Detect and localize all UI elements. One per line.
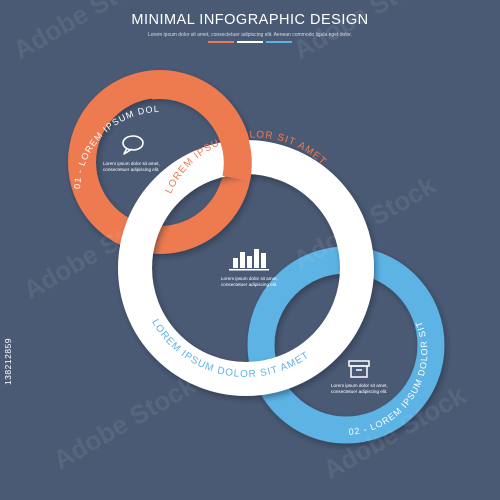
speech-bubble-icon xyxy=(122,135,144,155)
page-title: MINIMAL INFOGRAPHIC DESIGN xyxy=(131,12,369,28)
accent-bar-orange xyxy=(208,41,234,43)
orange-ring-caption: Lorem ipsum dolor sit amet, consectetuer… xyxy=(103,161,213,173)
watermark-text: Adobe Stock xyxy=(48,369,201,475)
bar-chart-icon xyxy=(229,249,269,271)
caption-line: consectetuer adipiscing elit. xyxy=(103,167,160,172)
archive-box-icon xyxy=(348,360,370,378)
header-accent-bars xyxy=(208,41,292,43)
stock-id-number: 138212859 xyxy=(3,338,13,386)
accent-bar-white xyxy=(237,41,263,43)
watermark-text: Adobe Stock xyxy=(8,0,161,65)
watermark-text: Adobe Stock xyxy=(288,0,441,65)
page-subtitle: Lorem ipsum dolor sit amet, consectetuer… xyxy=(147,32,352,38)
blue-ring-caption: Lorem ipsum dolor sit amet, consectetuer… xyxy=(331,383,441,395)
accent-bar-blue xyxy=(266,41,292,43)
watermark-overlay: Adobe Stock Adobe Stock Adobe Stock Adob… xyxy=(8,0,471,485)
caption-line: consectetuer adipiscing elit. xyxy=(331,389,388,394)
caption-line: consectetuer adipiscing elit. xyxy=(221,282,278,287)
caption-line: Lorem ipsum dolor sit amet, xyxy=(221,276,278,281)
orange-ring-overlap xyxy=(148,71,252,182)
caption-line: Lorem ipsum dolor sit amet, xyxy=(331,383,388,388)
caption-line: Lorem ipsum dolor sit amet, xyxy=(103,161,160,166)
white-ring-caption: Lorem ipsum dolor sit amet, consectetuer… xyxy=(221,276,331,288)
